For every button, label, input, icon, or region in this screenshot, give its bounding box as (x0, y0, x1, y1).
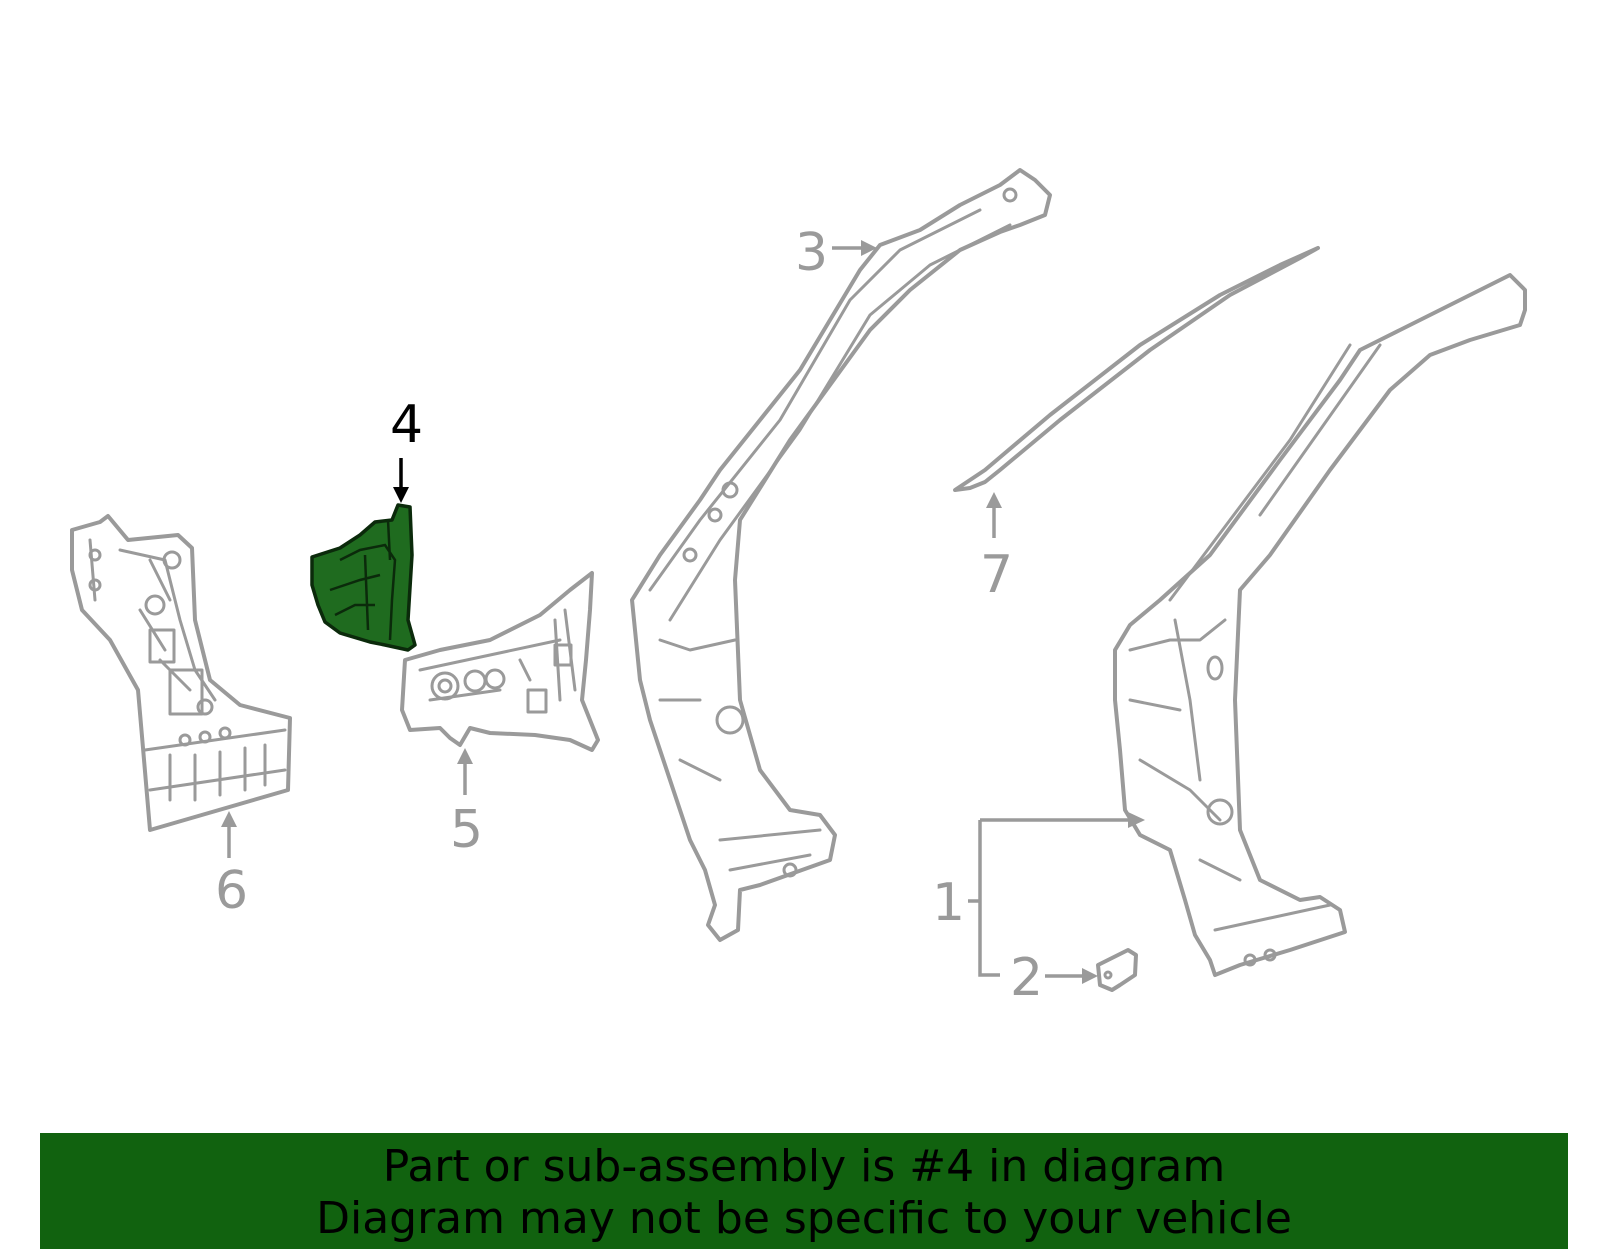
svg-text:4: 4 (390, 395, 423, 455)
part-4-bracket-highlighted (310, 503, 417, 652)
part-2-clip (1096, 948, 1138, 992)
callout-1: 1 (932, 812, 1145, 977)
part-info-banner: Part or sub-assembly is #4 in diagram Di… (40, 1133, 1568, 1249)
callout-4: 4 (390, 395, 423, 503)
part-1-body-side-pillar (1113, 273, 1527, 977)
part-6-pillar-panel (70, 514, 292, 832)
callout-6: 6 (215, 811, 248, 921)
callout-2: 2 (1010, 948, 1098, 1008)
callout-5: 5 (450, 748, 483, 860)
part-7-weatherstrip (953, 246, 1320, 492)
svg-text:1: 1 (932, 873, 965, 933)
svg-text:3: 3 (795, 223, 828, 283)
svg-text:7: 7 (980, 545, 1013, 605)
part-5-bracket (400, 571, 600, 752)
callout-7: 7 (980, 492, 1013, 605)
svg-text:2: 2 (1010, 948, 1043, 1008)
callout-3: 3 (795, 223, 877, 283)
banner-line-1: Part or sub-assembly is #4 in diagram (382, 1141, 1226, 1192)
svg-text:5: 5 (450, 800, 483, 860)
svg-text:6: 6 (215, 861, 248, 921)
banner-line-2: Diagram may not be specific to your vehi… (316, 1193, 1292, 1244)
part-3-front-pillar (630, 168, 1052, 942)
